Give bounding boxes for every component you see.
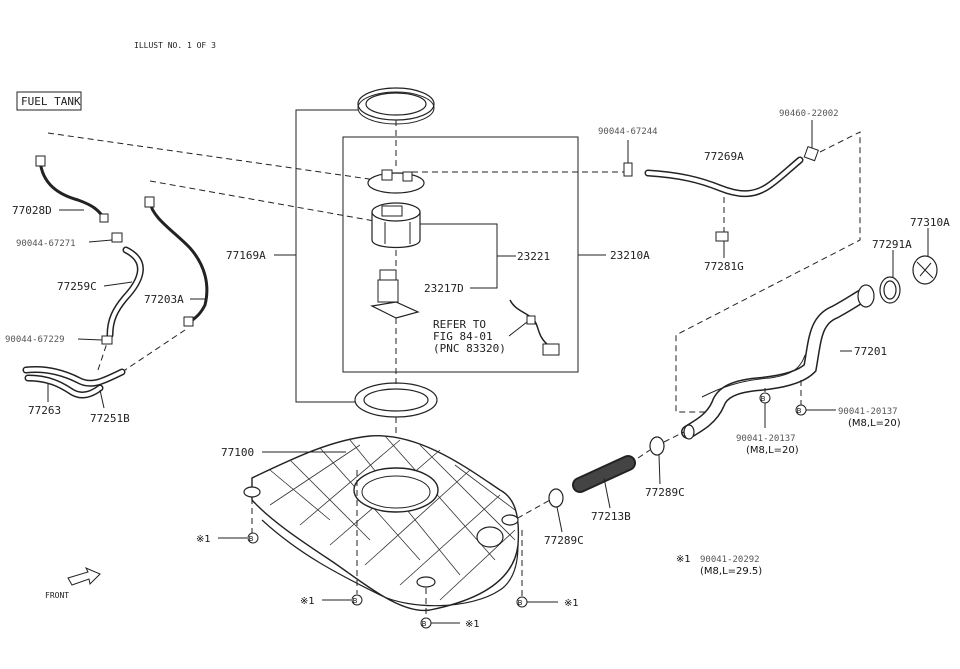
label-77259C[interactable]: 77259C (57, 280, 97, 293)
label-90041-20137-right[interactable]: 90041-20137 (838, 407, 898, 417)
label-90044-67244[interactable]: 90044-67244 (598, 127, 658, 137)
bolt-b-marker-1: B (761, 395, 766, 403)
label-90044-67229[interactable]: 90044-67229 (5, 335, 65, 345)
filler-hose-assembly (499, 431, 685, 533)
bolt-b-marker-5: B (422, 620, 427, 628)
label-77213B[interactable]: 77213B (591, 510, 631, 523)
label-23217D[interactable]: 23217D (424, 282, 464, 295)
label-77100[interactable]: 77100 (221, 446, 254, 459)
label-23221[interactable]: 23221 (517, 250, 550, 263)
spec-m8-l20-right: (M8,L=20) (848, 418, 901, 429)
bolt-b-marker-2: B (797, 407, 802, 415)
label-77028D[interactable]: 77028D (12, 204, 52, 217)
label-77263[interactable]: 77263 (28, 404, 61, 417)
note-mark-1: ※1 (196, 534, 211, 545)
label-77310A[interactable]: 77310A (910, 216, 950, 229)
note-mark-3: ※1 (465, 619, 480, 630)
label-77201[interactable]: 77201 (854, 345, 887, 358)
section-title: FUEL TANK (21, 95, 81, 108)
front-arrow-icon (67, 567, 101, 586)
label-23210A[interactable]: 23210A (610, 249, 650, 262)
label-77289C-upper[interactable]: 77289C (645, 486, 685, 499)
refer-line-2[interactable]: FIG 84-01 (433, 330, 493, 343)
label-90041-20137-left[interactable]: 90041-20137 (736, 434, 796, 444)
note-mark-2: ※1 (300, 596, 315, 607)
refer-line-1: REFER TO (433, 318, 486, 331)
fuel-tank-body (243, 435, 520, 612)
left-hose-assembly (22, 132, 398, 399)
bolt-b-marker-4: B (353, 597, 358, 605)
label-77281G[interactable]: 77281G (704, 260, 744, 273)
bolt-b-marker-3: B (249, 535, 254, 543)
note-mark-4: ※1 (564, 598, 579, 609)
illust-number: ILLUST NO. 1 OF 3 (134, 41, 216, 50)
refer-line-3: (PNC 83320) (433, 342, 506, 355)
label-90460-22002[interactable]: 90460-22002 (779, 109, 839, 119)
front-label: FRONT (45, 591, 69, 600)
label-90044-67271[interactable]: 90044-67271 (16, 239, 76, 249)
section-title-box (16, 91, 82, 111)
label-90041-20292[interactable]: 90041-20292 (700, 555, 760, 565)
bolt-b-marker-6: B (518, 599, 523, 607)
filler-pipe-assembly (681, 228, 938, 440)
note-legend-mark: ※1 (676, 554, 691, 565)
label-77289C-lower[interactable]: 77289C (544, 534, 584, 547)
label-77291A[interactable]: 77291A (872, 238, 912, 251)
label-77203A[interactable]: 77203A (144, 293, 184, 306)
spec-m8-l20-left: (M8,L=20) (746, 445, 799, 456)
vent-hose-assembly (623, 120, 861, 413)
label-77169A[interactable]: 77169A (226, 249, 266, 262)
bolt-callouts (218, 470, 558, 629)
label-77251B[interactable]: 77251B (90, 412, 130, 425)
fuel-pump-module (274, 87, 626, 480)
label-77269A[interactable]: 77269A (704, 150, 744, 163)
spec-m8-l295: (M8,L=29.5) (700, 566, 762, 577)
